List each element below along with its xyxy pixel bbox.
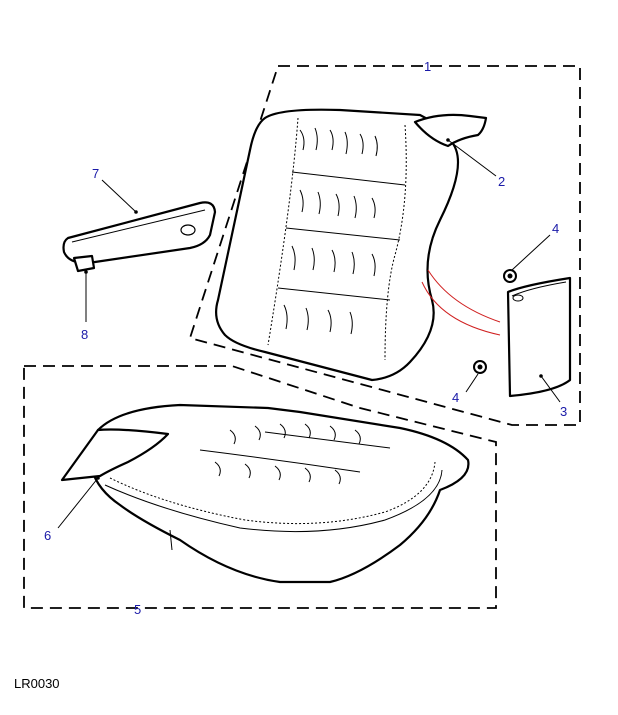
armrest xyxy=(62,201,217,273)
callout-7: 7 xyxy=(92,166,99,181)
diagram-reference-code: LR0030 xyxy=(14,676,60,691)
cable-line-upper xyxy=(427,269,501,323)
callout-1: 1 xyxy=(424,59,431,74)
fixing-nut-upper xyxy=(503,269,517,283)
fixing-nut-lower xyxy=(473,360,487,374)
leader-4b xyxy=(465,373,479,393)
callout-2: 2 xyxy=(498,174,505,189)
cable-line-lower xyxy=(421,281,501,336)
callout-3: 3 xyxy=(560,404,567,419)
leader-4a xyxy=(511,234,551,271)
leader-6 xyxy=(57,477,99,529)
group-boundary-cushion xyxy=(23,365,497,609)
callout-4-upper: 4 xyxy=(552,221,559,236)
callout-8: 8 xyxy=(81,327,88,342)
callout-5: 5 xyxy=(134,602,141,617)
leader-7 xyxy=(101,179,137,213)
back-panel xyxy=(506,276,572,398)
group-boundary-backrest xyxy=(188,65,581,426)
callout-6: 6 xyxy=(44,528,51,543)
callout-4-lower: 4 xyxy=(452,390,459,405)
leader-3 xyxy=(540,375,561,403)
seat-cushion xyxy=(60,403,470,584)
leader-2 xyxy=(447,139,497,177)
seat-backrest xyxy=(215,108,488,382)
